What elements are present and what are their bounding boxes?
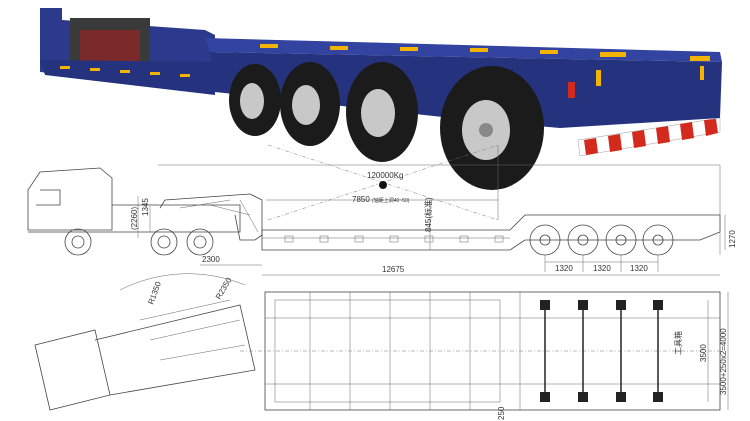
trailer-wheels: [229, 62, 544, 190]
center-distance-label: 7850 (轴距上调40~50): [352, 195, 410, 204]
plan-tractor: [34, 304, 256, 411]
plan-axles: [540, 300, 663, 402]
trailer-photo: [40, 8, 722, 190]
side-deck: [261, 214, 721, 251]
load-capacity-label: 120000Kg: [367, 171, 403, 180]
axle-spacing-1: 1320: [555, 264, 573, 273]
deck-width-label: 3500: [699, 344, 708, 362]
rear-height-label: 1270: [728, 230, 737, 248]
axle-spacing-3: 1320: [630, 264, 648, 273]
plan-view-drawing: R1350 R2350 工具箱 3500 3500+250x2=4000 250: [34, 273, 729, 420]
side-view-drawing: 120000Kg 7850 (轴距上调40~50) 845(标准) 12675 …: [27, 144, 737, 276]
center-of-gravity-mark: [379, 181, 387, 189]
extended-width-label: 3500+250x2=4000: [719, 328, 728, 395]
overall-length-label: 12675: [382, 265, 405, 274]
tractor-cab: [27, 167, 241, 233]
fifth-wheel-height-label: (2260): [130, 207, 139, 230]
gooseneck-height-label: 1345: [141, 198, 150, 216]
swing-radius-front: R1350: [146, 280, 163, 306]
trailer-deck: [205, 38, 722, 62]
reflector-strips: [60, 44, 710, 86]
toolbox-label: 工具箱: [673, 331, 683, 355]
kingpin-offset-label: 2300: [202, 255, 220, 264]
deck-height-label: 845(标准): [423, 197, 433, 232]
tractor-wheels: [64, 228, 214, 256]
rear-bumper: [568, 82, 721, 157]
extension-label: 250: [497, 406, 506, 420]
swing-radius-rear: R2350: [214, 276, 234, 301]
axle-spacing-2: 1320: [593, 264, 611, 273]
